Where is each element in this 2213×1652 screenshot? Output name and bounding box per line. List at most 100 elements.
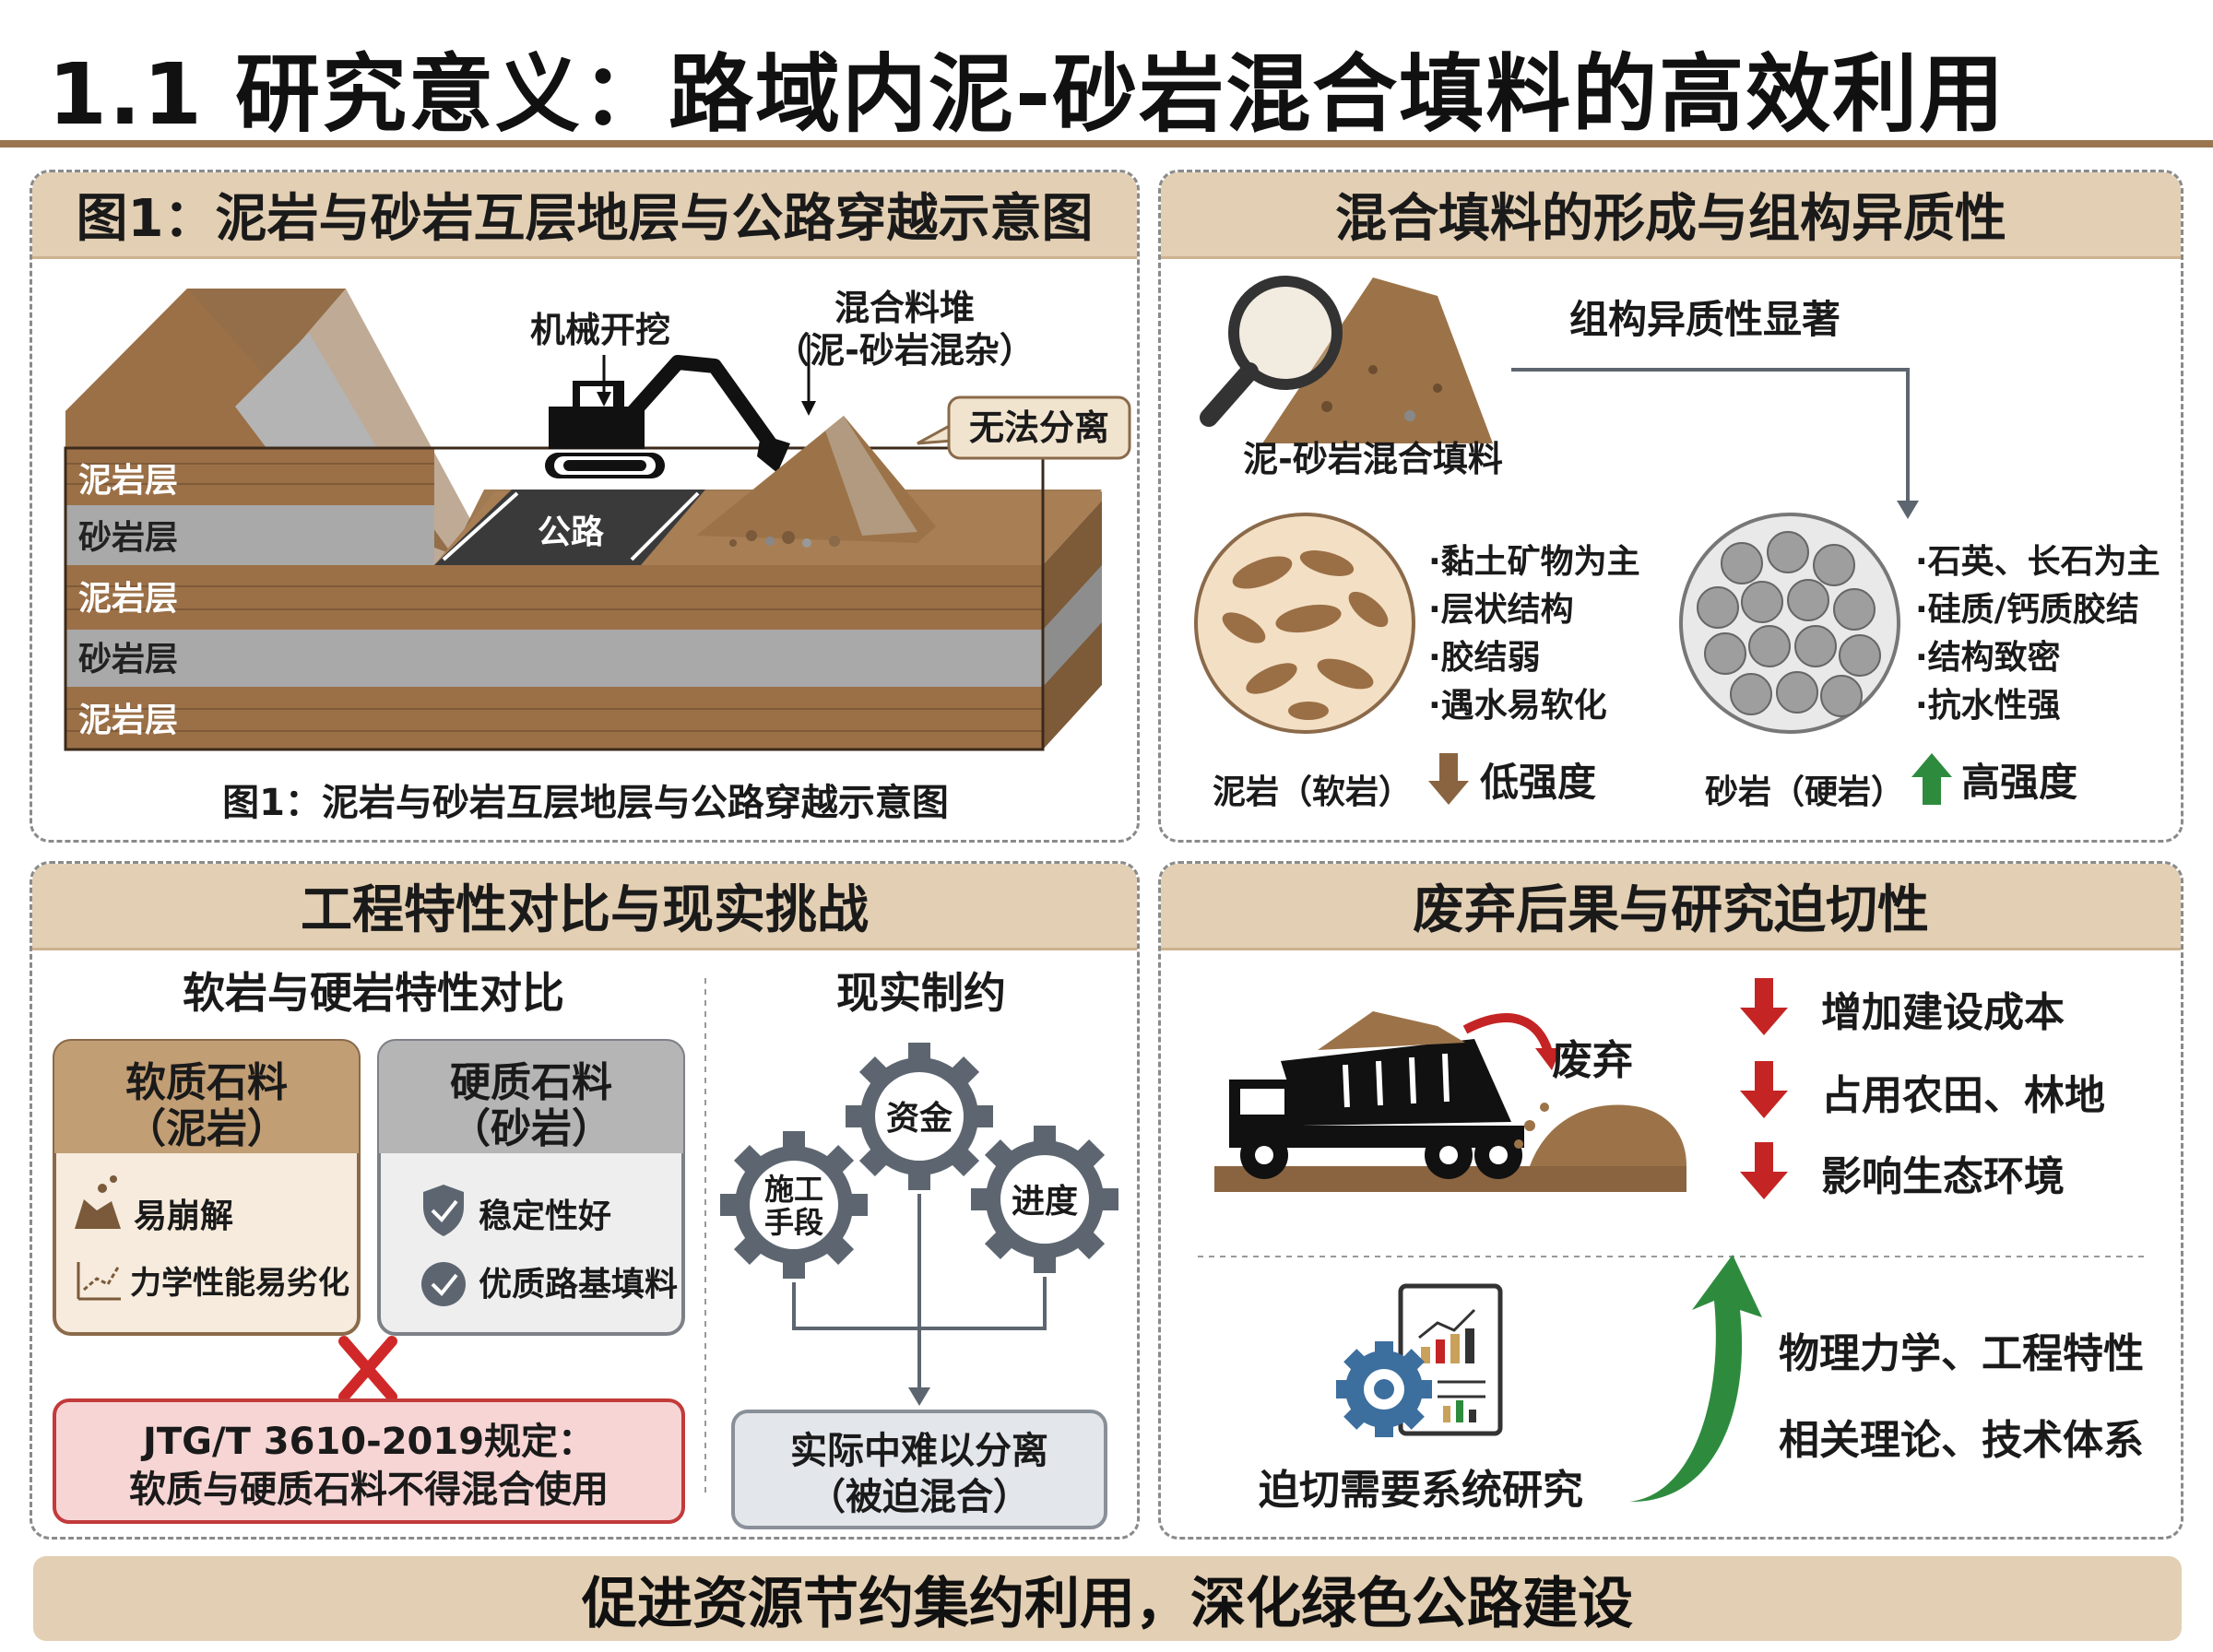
panel-mixture-heterogeneity: 混合填料的形成与组构异质性 泥-砂岩混合填料 组构异质性显著 (1158, 170, 2183, 843)
hard-card-title-line2: （砂岩） (450, 1105, 612, 1152)
road-edge-line (442, 491, 519, 561)
layer-band (65, 448, 434, 505)
degradation-chart-icon (77, 1262, 121, 1301)
figure-caption: 图1：泥岩与砂岩互层地层与公路穿越示意图 (222, 782, 949, 824)
research-label: 迫切需要系统研究 (1259, 1467, 1583, 1514)
mudstone-name: 泥岩（软岩） (1213, 773, 1412, 811)
panel-engineering-comparison: 工程特性对比与现实挑战 软岩与硬岩特性对比 现实制约 软质石料 （泥岩） 易崩解 (30, 861, 1140, 1540)
layer-label: 砂岩层 (78, 641, 178, 678)
research-topic: 相关理论、技术体系 (1779, 1417, 2144, 1464)
mudstone-texture (1194, 513, 1415, 734)
gear-icon (720, 1131, 868, 1279)
discarded-pile-icon (1514, 1103, 1686, 1166)
sandstone-bullet: ·结构致密 (1915, 638, 2061, 677)
panel-strata-diagram: 图1：泥岩与砂岩互层地层与公路穿越示意图 公路 (30, 170, 1140, 843)
sandstone-name: 砂岩（硬岩） (1705, 773, 1904, 811)
layer-band (65, 687, 1043, 749)
hard-item: 优质路基填料 (479, 1266, 678, 1304)
road-label: 公路 (538, 513, 605, 551)
page-title: 1.1 研究意义：路域内泥-砂岩混合填料的高效利用 (48, 45, 2006, 144)
urgency-illustration: 废弃 增加建设成本 占用农田、林地 影响生态环境 (1198, 978, 2146, 1514)
magnifier-icon (1200, 276, 1343, 427)
cannot-separate-callout (947, 395, 1131, 460)
forced-mix-box (731, 1410, 1107, 1529)
arrow-up-icon (1911, 753, 1952, 805)
arrow-down-icon (1897, 501, 1919, 519)
sandstone-bullet: ·抗水性强 (1915, 686, 2061, 725)
gear-icon (846, 1043, 993, 1190)
road-edge-line (630, 491, 700, 561)
excavator-icon (545, 355, 790, 478)
mudstone-strength: 低强度 (1480, 760, 1596, 805)
consequence-item: 影响生态环境 (1821, 1153, 2065, 1200)
regulation-line1: JTG/T 3610-2019规定： (140, 1421, 595, 1463)
regulation-line2: 软质与硬质石料不得混合使用 (129, 1469, 609, 1511)
growth-arrow-icon (1629, 1255, 1762, 1503)
pile-label-line2: （泥-砂岩混杂） (775, 330, 1035, 371)
panel-header: 混合填料的形成与组构异质性 (1161, 172, 2181, 259)
consequence-item: 占用农田、林地 (1821, 1072, 2105, 1119)
block-side-sandstone (1043, 565, 1102, 687)
gear-funds-label: 资金 (886, 1099, 953, 1138)
arrow-down-icon (1740, 978, 1788, 1035)
soft-card-title-line2: （泥岩） (125, 1105, 288, 1152)
mix-pile-icon (1262, 277, 1493, 443)
layer-label: 泥岩层 (78, 580, 178, 618)
gear-icon (1336, 1341, 1432, 1437)
hard-card-title-line1: 硬质石料 (450, 1059, 612, 1106)
layer-label: 砂岩层 (78, 519, 178, 557)
hard-rock-card: 硬质石料 （砂岩） 稳定性好 优质路基填料 (377, 1039, 685, 1336)
badge-check-icon (421, 1262, 466, 1306)
arrow-down-icon (1740, 1142, 1788, 1199)
arrow-down-icon (1740, 1061, 1788, 1118)
cannot-separate-label: 无法分离 (969, 407, 1109, 448)
layer-band (65, 630, 1043, 687)
mudstone-bullet: ·黏土矿物为主 (1428, 543, 1640, 581)
flow-connector (1511, 368, 1910, 506)
panel-header: 图1：泥岩与砂岩互层地层与公路穿越示意图 (32, 172, 1137, 259)
mix-label: 泥-砂岩混合填料 (1243, 439, 1503, 479)
gear-method-label-line2: 手段 (764, 1205, 823, 1240)
mixed-pile-icon (696, 416, 936, 548)
soft-item: 易崩解 (134, 1198, 233, 1235)
discard-label: 废弃 (1552, 1037, 1633, 1084)
dump-truck-icon (1229, 1011, 1524, 1179)
mudstone-bullet: ·遇水易软化 (1428, 687, 1607, 725)
research-topic: 物理力学、工程特性 (1779, 1330, 2144, 1377)
arrow-down-icon (1428, 753, 1469, 805)
prohibited-x-icon (338, 1336, 397, 1402)
excavation-label: 机械开挖 (530, 310, 670, 350)
gear-icon (971, 1126, 1118, 1273)
panel-header: 废弃后果与研究迫切性 (1161, 864, 2181, 950)
layer-band (65, 505, 434, 565)
arrow-down-icon (801, 401, 816, 416)
constraints-title: 现实制约 (836, 968, 1006, 1018)
layer-label: 泥岩层 (78, 702, 178, 739)
forced-mix-line2: （被迫混合） (809, 1476, 1030, 1518)
soft-card-title-line1: 软质石料 (125, 1059, 288, 1106)
sandstone-bullet: ·硅质/钙质胶结 (1915, 591, 2139, 629)
arrow-down-icon (597, 392, 611, 407)
soft-item: 力学性能易劣化 (130, 1265, 349, 1302)
layer-band (65, 565, 1043, 630)
comparison-illustration: 软岩与硬岩特性对比 现实制约 软质石料 （泥岩） 易崩解 力学 (53, 968, 1118, 1529)
gear-method-label-line1: 施工 (764, 1172, 823, 1207)
regulation-box (53, 1398, 685, 1524)
panel-waste-urgency: 废弃后果与研究迫切性 (1158, 861, 2183, 1540)
forced-mix-line1: 实际中难以分离 (790, 1430, 1048, 1472)
consequence-item: 增加建设成本 (1821, 989, 2065, 1036)
heterogeneity-label: 组构异质性显著 (1569, 297, 1840, 342)
mudstone-bullet: ·层状结构 (1428, 591, 1574, 629)
title-divider (0, 140, 2213, 148)
crumble-icon (75, 1175, 121, 1229)
strata-illustration: 公路 泥岩层 砂岩层 泥岩层 砂岩层 泥岩层 (64, 288, 1131, 824)
discard-arrow-icon (1462, 1013, 1553, 1054)
mudstone-bullet: ·胶结弱 (1428, 639, 1541, 677)
compare-title: 软岩与硬岩特性对比 (183, 968, 564, 1018)
shield-check-icon (423, 1185, 464, 1236)
footer-banner: 促进资源节约集约利用，深化绿色公路建设 (33, 1556, 2182, 1641)
sandstone-texture (1679, 513, 1900, 734)
sandstone-strength: 高强度 (1961, 760, 2077, 805)
pile-label-line1: 混合料堆 (834, 288, 975, 328)
layer-label: 泥岩层 (78, 462, 178, 500)
